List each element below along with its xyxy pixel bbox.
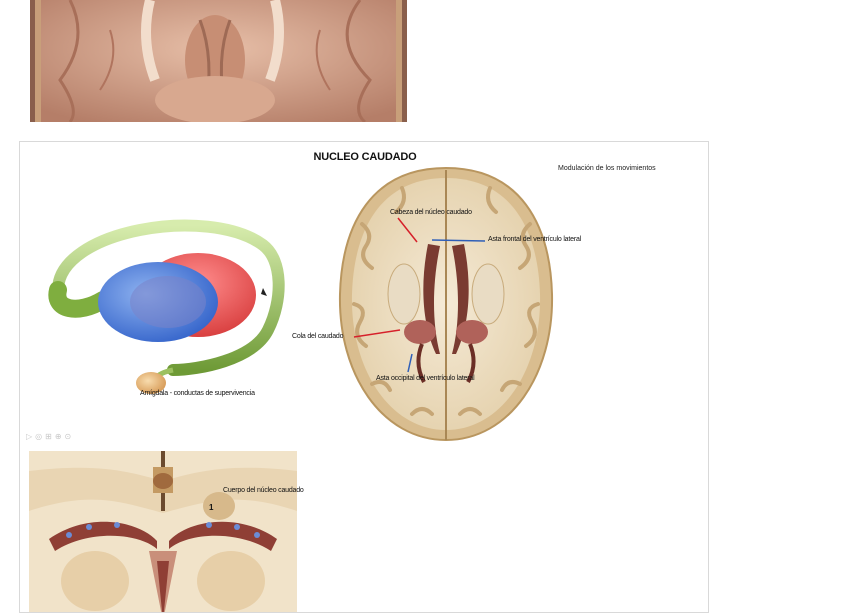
occipital-horn-label: Asta occipital del ventrículo lateral <box>376 374 474 383</box>
coronal-marker: 1 <box>209 503 213 512</box>
more-icon[interactable]: ⊙ <box>65 432 75 441</box>
caudate-nucleus-illustration <box>48 200 288 400</box>
modulation-label: Modulación de los movimientos <box>558 165 656 172</box>
axial-brain-section <box>332 164 560 442</box>
frontal-horn-label: Asta frontal del ventrículo lateral <box>488 235 581 244</box>
slide-title: NUCLEO CAUDADO <box>260 151 470 163</box>
brain-section-photo-top <box>30 0 407 122</box>
previous-icon[interactable]: ▷ <box>26 432 35 441</box>
caudate-body-label: Cuerpo del núcleo caudado <box>223 486 304 495</box>
amygdala-label: Amígdala - conductas de supervivencia <box>140 389 255 398</box>
caudate-tail-label: Cola del caudado <box>292 332 343 341</box>
coronal-brain-section <box>29 451 297 613</box>
zoom-icon[interactable]: ⊕ <box>55 432 65 441</box>
slide-panel: NUCLEO CAUDADO Modulación de los movimie… <box>19 141 709 613</box>
caudate-head-label: Cabeza del núcleo caudado <box>390 208 472 217</box>
brain-section-photo-graphic <box>30 0 407 122</box>
slide-player-controls: ▷◎⊞⊕⊙ <box>26 432 74 441</box>
slides-icon[interactable]: ⊞ <box>45 432 55 441</box>
back-icon[interactable]: ◎ <box>35 432 45 441</box>
